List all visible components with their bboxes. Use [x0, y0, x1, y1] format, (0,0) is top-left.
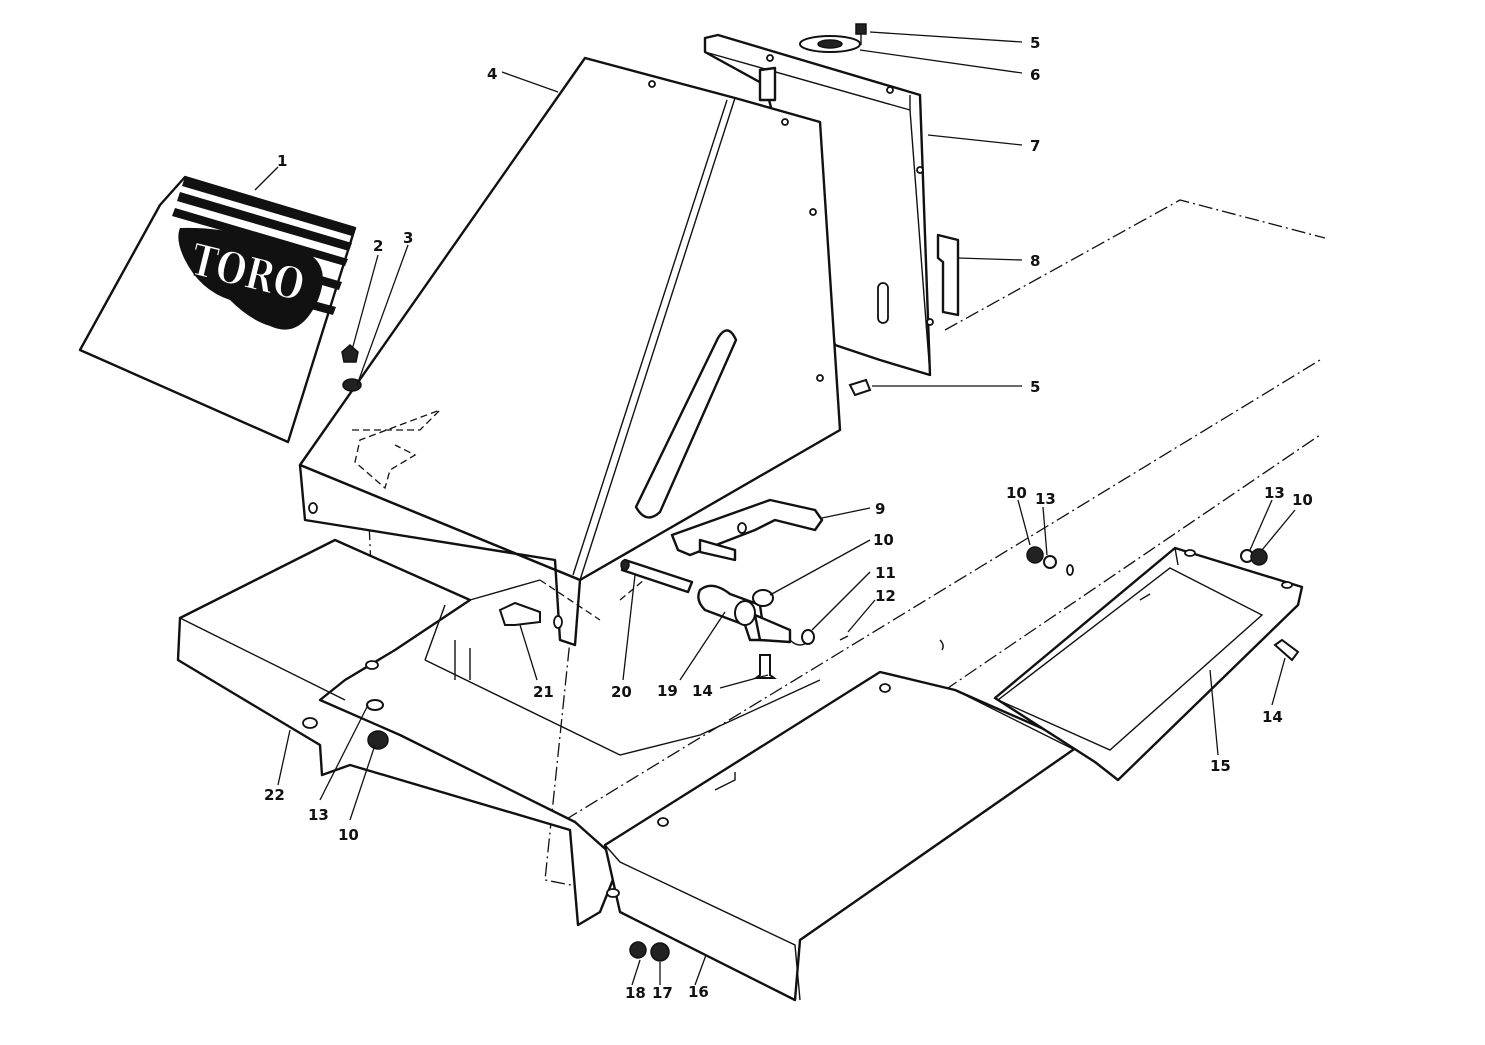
nut-3 [342, 378, 362, 392]
callout-2: 2 [373, 237, 383, 255]
washer-18 [629, 941, 647, 959]
callout-11: 11 [875, 564, 896, 582]
callout-18: 18 [625, 984, 646, 1002]
callout-12: 12 [875, 587, 896, 605]
callout-1: 1 [277, 152, 287, 170]
callout-21: 21 [533, 683, 554, 701]
handle-part-9 [670, 498, 824, 562]
callout-8: 8 [1030, 252, 1040, 270]
callout-13-tray-right: 13 [1264, 484, 1285, 502]
screw-5-side [848, 378, 872, 397]
callout-17: 17 [652, 984, 673, 1002]
bracket-part-8 [936, 233, 960, 317]
screw-5-top [855, 23, 867, 35]
nut-10-left [367, 730, 389, 750]
nut-17 [650, 942, 670, 962]
nut-10-tray-right [1250, 548, 1268, 566]
callout-20: 20 [611, 683, 632, 701]
nut-10-tray-left [1026, 546, 1044, 564]
bolt-2 [341, 344, 359, 363]
lower-pan-part-16 [603, 670, 1082, 1002]
callout-10-left: 10 [338, 826, 359, 844]
bolt-21 [498, 601, 541, 626]
base-pan-part-22 [176, 538, 821, 927]
hardware [341, 23, 1300, 962]
callout-10-latch: 10 [873, 531, 894, 549]
latch-part-19 [697, 584, 811, 646]
toro-logo-badge [178, 227, 323, 330]
hood-part-4 [298, 56, 842, 647]
bolt-14-right [1273, 638, 1300, 662]
callout-19: 19 [657, 682, 678, 700]
hidden-bracket [352, 409, 651, 621]
callout-13-tray-left: 13 [1035, 490, 1056, 508]
callout-3: 3 [403, 229, 413, 247]
washer-13-tray-left [1043, 555, 1057, 569]
callout-13-left: 13 [308, 806, 329, 824]
callout-15: 15 [1210, 757, 1231, 775]
callout-6: 6 [1030, 66, 1040, 84]
callout-14-right: 14 [1262, 708, 1283, 726]
callout-4: 4 [487, 65, 497, 83]
callout-5-top: 5 [1030, 34, 1040, 52]
callout-9: 9 [875, 500, 885, 518]
callout-22: 22 [264, 786, 285, 804]
pin-12 [839, 635, 849, 641]
bolt-14-latch [753, 654, 777, 679]
washer-13-left [366, 699, 384, 711]
callout-16: 16 [688, 983, 709, 1001]
callout-14-latch: 14 [692, 682, 713, 700]
rod-part-20 [620, 558, 694, 594]
callout-10-tray-left: 10 [1006, 484, 1027, 502]
callout-7: 7 [1030, 137, 1040, 155]
decal-part-1: TORO [78, 175, 357, 444]
tray-part-15 [993, 546, 1304, 782]
washer-11 [801, 629, 815, 645]
callout-10-tray-right: 10 [1292, 491, 1313, 509]
callout-5-side: 5 [1030, 378, 1040, 396]
nut-10-latch [752, 589, 774, 607]
decal-stripes [172, 177, 355, 315]
leader-lines [254, 31, 1296, 986]
callout-numbers: 1 2 3 4 5 6 7 8 5 9 10 11 12 14 19 20 21… [264, 34, 1313, 1002]
